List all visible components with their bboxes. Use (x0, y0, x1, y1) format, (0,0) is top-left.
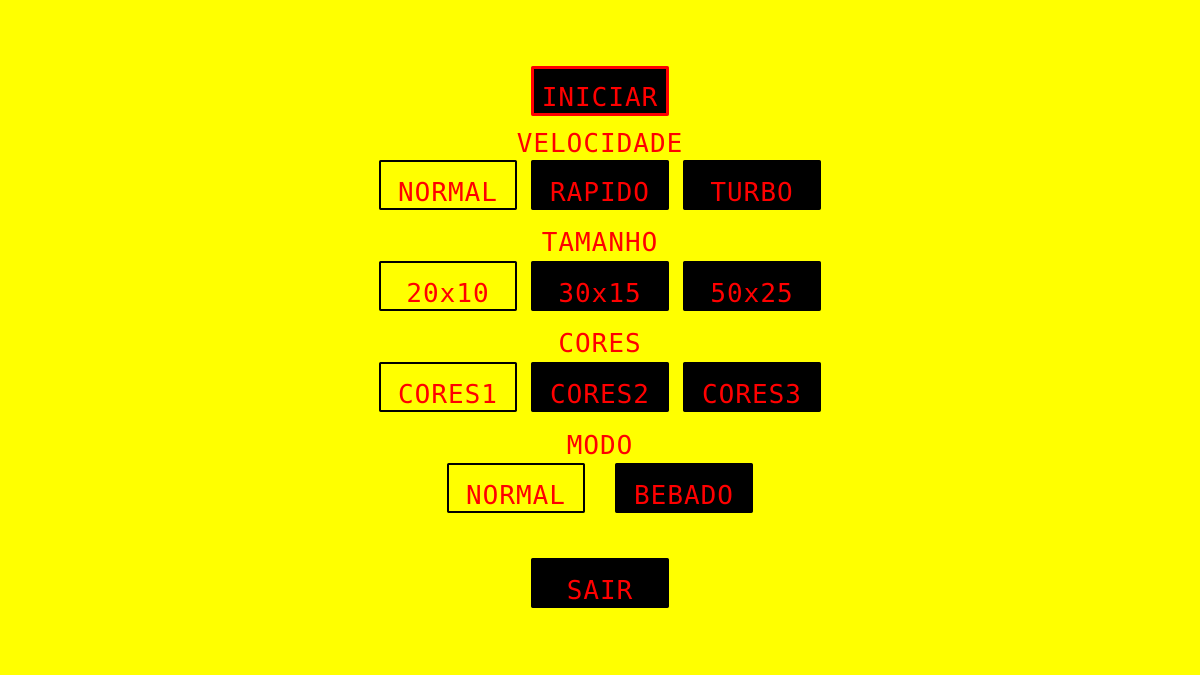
mode-title: MODO (566, 431, 634, 461)
start-button[interactable]: INICIAR (531, 66, 669, 116)
size-option-20x10[interactable]: 20x10 (379, 261, 517, 311)
speed-option-rapido[interactable]: RAPIDO (531, 160, 669, 210)
colors-title: CORES (558, 329, 642, 359)
speed-option-turbo[interactable]: TURBO (683, 160, 821, 210)
speed-option-normal[interactable]: NORMAL (379, 160, 517, 210)
mode-option-bebado[interactable]: BEBADO (615, 463, 753, 513)
size-option-50x25[interactable]: 50x25 (683, 261, 821, 311)
colors-option-2[interactable]: CORES2 (531, 362, 669, 412)
colors-option-3[interactable]: CORES3 (683, 362, 821, 412)
exit-button[interactable]: SAIR (531, 558, 669, 608)
size-option-30x15[interactable]: 30x15 (531, 261, 669, 311)
speed-title: VELOCIDADE (516, 129, 684, 159)
size-title: TAMANHO (541, 228, 659, 258)
colors-option-1[interactable]: CORES1 (379, 362, 517, 412)
mode-option-normal[interactable]: NORMAL (447, 463, 585, 513)
